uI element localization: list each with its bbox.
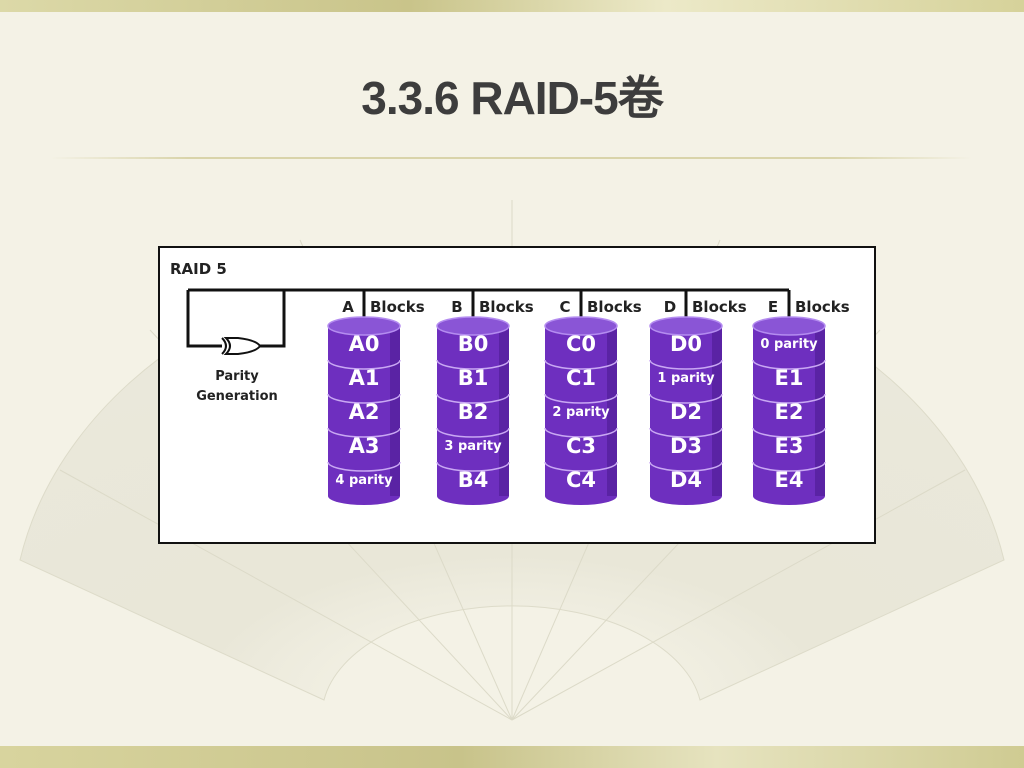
parity-generation-label-line1: Parity [215, 369, 259, 384]
parity-block-label: 4 parity [335, 473, 393, 488]
diagram-heading: RAID 5 [170, 260, 227, 278]
platter-divider [649, 393, 723, 404]
slide-title: 3.3.6 RAID-5卷 [361, 72, 663, 124]
platter-divider [649, 427, 723, 438]
platter-divider [327, 427, 401, 438]
disk-top [649, 316, 723, 336]
platter-divider [327, 461, 401, 472]
data-block-label: A1 [349, 366, 380, 390]
disk-blocks-label: Blocks [795, 298, 850, 316]
data-block-label: B1 [458, 366, 489, 390]
data-block-label: A3 [349, 434, 380, 458]
platter-divider [436, 427, 510, 438]
data-block-label: A0 [349, 332, 380, 356]
data-block-label: E2 [775, 400, 804, 424]
parity-block-label: 3 parity [444, 439, 502, 454]
top-decorative-band [0, 0, 1024, 12]
disk-body [753, 326, 825, 505]
bottom-decorative-band [0, 746, 1024, 768]
disk-top [752, 316, 826, 336]
disk-top [327, 316, 401, 336]
platter-divider [544, 427, 618, 438]
disk-shade [815, 326, 825, 496]
data-block-label: D3 [670, 434, 702, 458]
data-block-label: E3 [775, 434, 804, 458]
title-divider [50, 157, 972, 159]
data-block-label: D4 [670, 468, 702, 492]
data-block-label: D0 [670, 332, 702, 356]
data-block-label: D2 [670, 400, 702, 424]
parity-generation-label-line2: Generation [196, 389, 278, 404]
platter-divider [752, 461, 826, 472]
data-block-label: B0 [458, 332, 489, 356]
data-block-label: C4 [566, 468, 596, 492]
disk-body [650, 326, 722, 505]
platter-divider [649, 359, 723, 370]
parity-block-label: 2 parity [552, 405, 610, 420]
parity-bus [186, 288, 789, 348]
disk-blocks-label: Blocks [370, 298, 425, 316]
platter-divider [436, 393, 510, 404]
disk-shade [499, 326, 509, 496]
data-block-label: C0 [566, 332, 596, 356]
platter-divider [649, 461, 723, 472]
platter-divider [544, 393, 618, 404]
raid5-diagram-canvas: RAID 5 Parity Generation A BlocksA0A1A2A3… [170, 260, 850, 505]
disk-body [328, 326, 400, 505]
disk-letter-label: A [342, 298, 354, 316]
parity-block-label: 0 parity [760, 337, 818, 352]
disk-body [437, 326, 509, 505]
disk-blocks-label: Blocks [587, 298, 642, 316]
platter-divider [752, 427, 826, 438]
disk-letter-label: B [451, 298, 462, 316]
disk-top [544, 316, 618, 336]
data-block-label: B4 [458, 468, 489, 492]
disk-shade [390, 326, 400, 496]
data-block-label: C1 [566, 366, 596, 390]
platter-divider [436, 359, 510, 370]
disk-blocks-label: Blocks [692, 298, 747, 316]
platter-divider [544, 359, 618, 370]
disk-top [436, 316, 510, 336]
disk-body [545, 326, 617, 505]
disk-letter-label: E [768, 298, 778, 316]
platter-divider [327, 359, 401, 370]
platter-divider [436, 461, 510, 472]
disk-shade [712, 326, 722, 496]
disk-letter-label: C [559, 298, 570, 316]
platter-divider [327, 393, 401, 404]
data-block-label: C3 [566, 434, 596, 458]
data-block-label: B2 [458, 400, 489, 424]
data-block-label: E1 [775, 366, 804, 390]
platter-divider [752, 393, 826, 404]
data-block-label: A2 [349, 400, 380, 424]
data-block-label: E4 [775, 468, 804, 492]
parity-block-label: 1 parity [657, 371, 715, 386]
platter-divider [752, 359, 826, 370]
disk-letter-label: D [664, 298, 676, 316]
platter-divider [544, 461, 618, 472]
disk-shade [607, 326, 617, 496]
disk-blocks-label: Blocks [479, 298, 534, 316]
xor-gate-icon [221, 337, 262, 355]
